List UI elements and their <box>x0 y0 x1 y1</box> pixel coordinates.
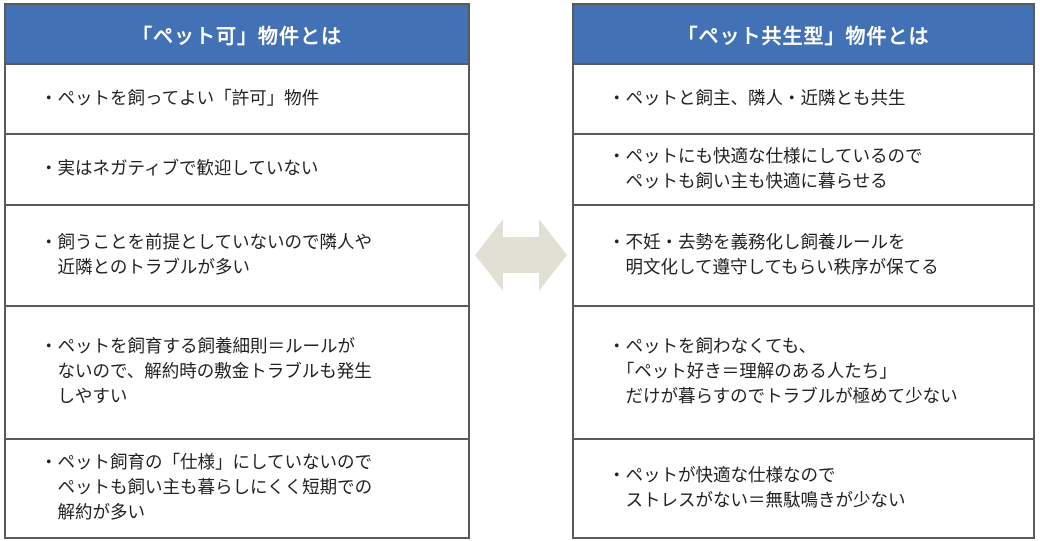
right-column: 「ペット共生型」物件とは ・ペットと飼主、隣人・近隣とも共生 ・ペットにも快適な… <box>572 3 1035 539</box>
right-item-1: ・ペットと飼主、隣人・近隣とも共生 <box>574 63 1033 133</box>
right-item-1-text: ・ペットと飼主、隣人・近隣とも共生 <box>608 88 906 109</box>
left-item-4-text: ・ペットを飼育する飼養細則＝ルールが ないので、解約時の敷金トラブルも発生 しや… <box>40 337 372 407</box>
left-item-1-text: ・ペットを飼ってよい「許可」物件 <box>40 88 320 109</box>
right-item-2: ・ペットにも快適な仕様にしているので ペットも飼い主も快適に暮らせる <box>574 133 1033 204</box>
right-item-3: ・不妊・去勢を義務化し飼養ルールを 明文化して遵守してもらい秩序が保てる <box>574 204 1033 305</box>
left-item-5-text: ・ペット飼育の「仕様」にしていないので ペットも飼い主も暮らしにくく短期での 解… <box>40 453 373 523</box>
left-item-5: ・ペット飼育の「仕様」にしていないので ペットも飼い主も暮らしにくく短期での 解… <box>6 438 468 537</box>
right-item-4: ・ペットを飼わなくても、 「ペット好き＝理解のある人たち」 だけが暮らすのでトラ… <box>574 305 1033 438</box>
right-item-4-text: ・ペットを飼わなくても、 「ペット好き＝理解のある人たち」 だけが暮らすのでトラ… <box>608 337 958 407</box>
left-column-title: 「ペット可」物件とは <box>6 5 468 65</box>
left-item-3: ・飼うことを前提としていないので隣人や 近隣とのトラブルが多い <box>6 204 468 305</box>
right-item-5-text: ・ペットが快適な仕様なので ストレスがない＝無駄鳴きが少ない <box>608 465 906 511</box>
right-item-3-text: ・不妊・去勢を義務化し飼養ルールを 明文化して遵守してもらい秩序が保てる <box>608 232 939 278</box>
double-headed-arrow-svg <box>475 219 567 291</box>
left-item-3-text: ・飼うことを前提としていないので隣人や 近隣とのトラブルが多い <box>40 232 372 278</box>
right-column-title: 「ペット共生型」物件とは <box>574 5 1033 65</box>
left-item-1: ・ペットを飼ってよい「許可」物件 <box>6 63 468 133</box>
left-item-4: ・ペットを飼育する飼養細則＝ルールが ないので、解約時の敷金トラブルも発生 しや… <box>6 305 468 438</box>
left-column: 「ペット可」物件とは ・ペットを飼ってよい「許可」物件 ・実はネガティブで歓迎し… <box>4 3 470 539</box>
left-item-2-text: ・実はネガティブで歓迎していない <box>40 159 319 179</box>
double-headed-arrow-icon <box>475 219 567 291</box>
left-item-2: ・実はネガティブで歓迎していない <box>6 133 468 204</box>
right-item-2-text: ・ペットにも快適な仕様にしているので ペットも飼い主も快適に暮らせる <box>608 146 923 192</box>
right-item-5: ・ペットが快適な仕様なので ストレスがない＝無駄鳴きが少ない <box>574 438 1033 537</box>
arrow-shape <box>475 219 567 291</box>
